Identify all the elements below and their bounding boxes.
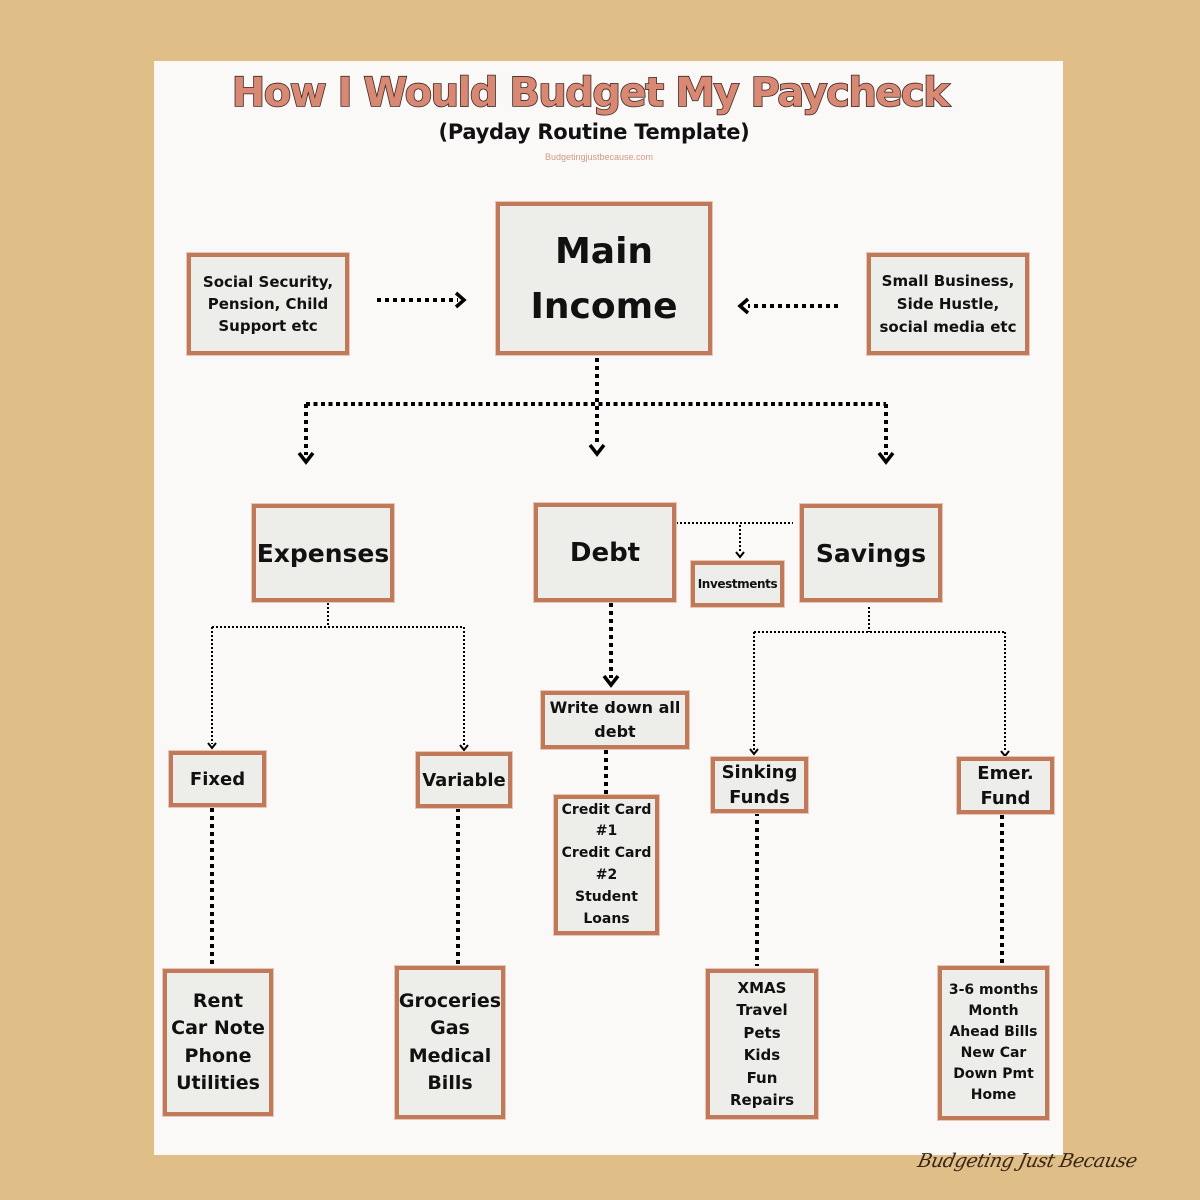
sinking-items: XMAS Travel Pets Kids Fun Repairs bbox=[729, 978, 795, 1110]
expenses-label: Expenses bbox=[256, 538, 390, 568]
write-down-debt-box: Write down all debt bbox=[540, 690, 690, 750]
fixed-label: Fixed bbox=[189, 768, 246, 790]
fixed-items-box: Rent Car Note Phone Utilities bbox=[162, 968, 274, 1117]
emergency-fund-label: Emer. Fund bbox=[977, 762, 1034, 809]
emergency-items-box: 3-6 months Month Ahead Bills New Car Dow… bbox=[937, 965, 1050, 1121]
sinking-funds-box: Sinking Funds bbox=[710, 756, 809, 814]
sinking-items-box: XMAS Travel Pets Kids Fun Repairs bbox=[705, 968, 819, 1120]
main-income-box: Main Income bbox=[495, 201, 713, 356]
debt-list-box: Credit Card #1 Credit Card #2 Student Lo… bbox=[553, 794, 660, 936]
investments-box: Investments bbox=[690, 560, 785, 608]
savings-label: Savings bbox=[815, 538, 927, 568]
variable-label: Variable bbox=[422, 769, 506, 791]
main-income-label: Main Income bbox=[530, 230, 678, 327]
emergency-fund-box: Emer. Fund bbox=[956, 756, 1055, 815]
side-income-label: Social Security, Pension, Child Support … bbox=[202, 273, 334, 335]
website-label: Budgetingjustbecause.com bbox=[544, 152, 654, 162]
debt-box: Debt bbox=[533, 502, 677, 603]
write-down-debt-label: Write down all debt bbox=[549, 698, 681, 741]
variable-box: Variable bbox=[415, 751, 513, 809]
business-income-label: Small Business, Side Hustle, social medi… bbox=[879, 271, 1017, 336]
debt-list-items: Credit Card #1 Credit Card #2 Student Lo… bbox=[561, 801, 652, 927]
debt-label: Debt bbox=[569, 537, 641, 568]
page-subtitle: (Payday Routine Template) bbox=[438, 120, 750, 144]
business-income-box: Small Business, Side Hustle, social medi… bbox=[866, 252, 1030, 356]
investments-label: Investments bbox=[697, 577, 778, 591]
fixed-box: Fixed bbox=[168, 750, 267, 808]
savings-box: Savings bbox=[799, 503, 943, 603]
side-income-box: Social Security, Pension, Child Support … bbox=[186, 252, 350, 356]
signature: Budgeting Just Because bbox=[915, 1150, 1139, 1172]
variable-items-box: Groceries Gas Medical Bills bbox=[394, 965, 506, 1120]
emergency-items: 3-6 months Month Ahead Bills New Car Dow… bbox=[948, 982, 1039, 1103]
fixed-items: Rent Car Note Phone Utilities bbox=[171, 989, 265, 1095]
sinking-funds-label: Sinking Funds bbox=[721, 762, 798, 808]
page-title: How I Would Budget My Paycheck bbox=[231, 69, 951, 117]
variable-items: Groceries Gas Medical Bills bbox=[398, 989, 502, 1095]
expenses-box: Expenses bbox=[251, 503, 395, 603]
